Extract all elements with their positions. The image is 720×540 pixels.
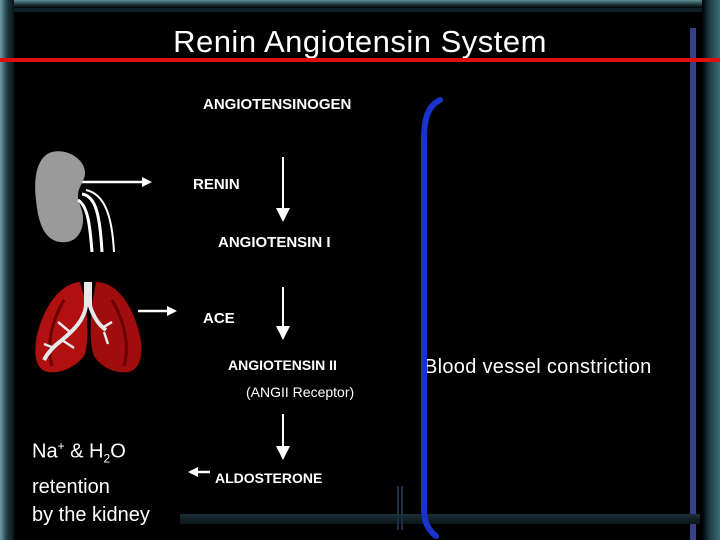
sodium-line-3: by the kidney <box>32 503 150 526</box>
frame-top <box>0 0 720 8</box>
page-title: Renin Angiotensin System <box>173 24 547 59</box>
frame-right <box>702 0 720 540</box>
sodium-line-2: retention <box>32 475 110 498</box>
label-blood-vessel-constriction: Blood vessel constriction <box>424 356 652 378</box>
label-angii-receptor: (ANGII Receptor) <box>246 384 355 400</box>
arrowhead-3 <box>276 446 290 460</box>
sodium-text-and-h: & H <box>64 440 104 463</box>
sodium-text-2: 2 <box>103 451 111 466</box>
sodium-text-o: O <box>110 440 126 463</box>
blue-bracket <box>421 97 443 539</box>
label-aldosterone: ALDOSTERONE <box>215 470 323 486</box>
label-ace: ACE <box>203 310 235 327</box>
frame-bottom <box>180 514 700 524</box>
lungs-icon <box>35 282 142 373</box>
label-angiotensin-ii: ANGIOTENSIN II <box>228 357 337 373</box>
sodium-text-na: Na <box>32 440 58 463</box>
sodium-line-1: Na+ & H2O <box>32 432 150 473</box>
arrowhead-1 <box>276 208 290 222</box>
frame-top-inner <box>14 8 720 12</box>
sodium-text-plus: + <box>57 439 65 453</box>
label-angiotensin-i: ANGIOTENSIN I <box>218 234 331 251</box>
arrowhead-2 <box>276 326 290 340</box>
frame-left <box>0 0 14 540</box>
frame-right-accent <box>690 28 696 540</box>
label-sodium-water-retention: Na+ & H2O retention by the kidney <box>32 432 150 529</box>
label-renin: RENIN <box>193 176 240 193</box>
title-underline <box>0 58 720 62</box>
kidney-icon <box>35 151 115 253</box>
label-angiotensinogen: ANGIOTENSINOGEN <box>203 96 352 113</box>
